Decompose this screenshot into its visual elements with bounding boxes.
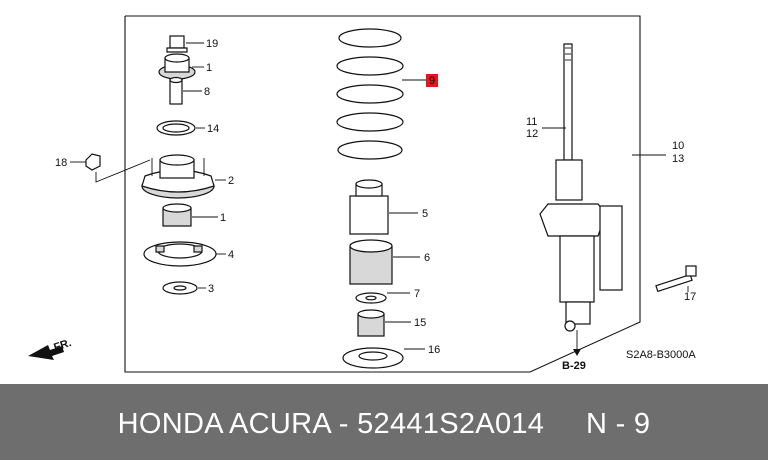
spring-pad-16 <box>342 347 404 369</box>
callout-8: 8 <box>204 86 210 98</box>
callout-19: 19 <box>206 38 218 50</box>
drawing-code: S2A8-B3000A <box>626 349 696 361</box>
callout-15: 15 <box>414 317 426 329</box>
dust-boot-5 <box>349 179 389 235</box>
callout-10: 10 <box>672 140 684 152</box>
callout-1-cap: 1 <box>206 62 212 74</box>
callout-3: 3 <box>208 283 214 295</box>
caption-text: HONDA ACURA - 52441S2A014 N - 9 <box>117 408 651 440</box>
shock-absorber-10 <box>539 43 623 332</box>
callout-11: 11 <box>526 116 537 128</box>
rubber-15 <box>357 309 385 337</box>
parts-diagram: FR. 19 1 8 14 18 2 1 4 3 9 5 6 7 15 16 1… <box>28 15 697 373</box>
flange-nut-18 <box>85 153 101 171</box>
coil-spring-9 <box>336 28 404 160</box>
callout-18: 18 <box>55 157 67 169</box>
washer-7 <box>355 292 387 304</box>
callout-12: 12 <box>526 128 538 140</box>
callout-4: 4 <box>228 249 234 261</box>
callout-13: 13 <box>672 153 684 165</box>
callout-1-bearing: 1 <box>220 212 226 224</box>
callout-14: 14 <box>207 123 219 135</box>
spring-seat-4 <box>143 241 217 267</box>
callout-5: 5 <box>422 208 428 220</box>
collar-8 <box>169 76 183 105</box>
mount-nut-19 <box>166 35 188 53</box>
mount-cap-1 <box>158 53 196 80</box>
bump-stop-6 <box>349 239 393 285</box>
front-direction-arrow <box>28 345 64 360</box>
bearing-1 <box>162 203 192 227</box>
bolt-17 <box>655 265 697 293</box>
callout-9-highlight <box>426 74 438 87</box>
leader-lines <box>70 42 689 356</box>
callout-7: 7 <box>414 288 420 300</box>
ref-label: B-29 <box>562 360 586 372</box>
callout-9: 9 <box>429 75 435 87</box>
caption-bar: HONDA ACURA - 52441S2A014 N - 9 <box>0 384 768 460</box>
direction-label: FR. <box>52 337 73 354</box>
callout-17: 17 <box>684 291 696 303</box>
seal-14 <box>156 120 196 136</box>
callout-6: 6 <box>424 252 430 264</box>
diagram-frame <box>124 15 641 373</box>
callout-2: 2 <box>228 175 234 187</box>
callout-16: 16 <box>428 344 440 356</box>
strut-mount-base-2 <box>141 154 215 199</box>
washer-3 <box>162 281 198 295</box>
